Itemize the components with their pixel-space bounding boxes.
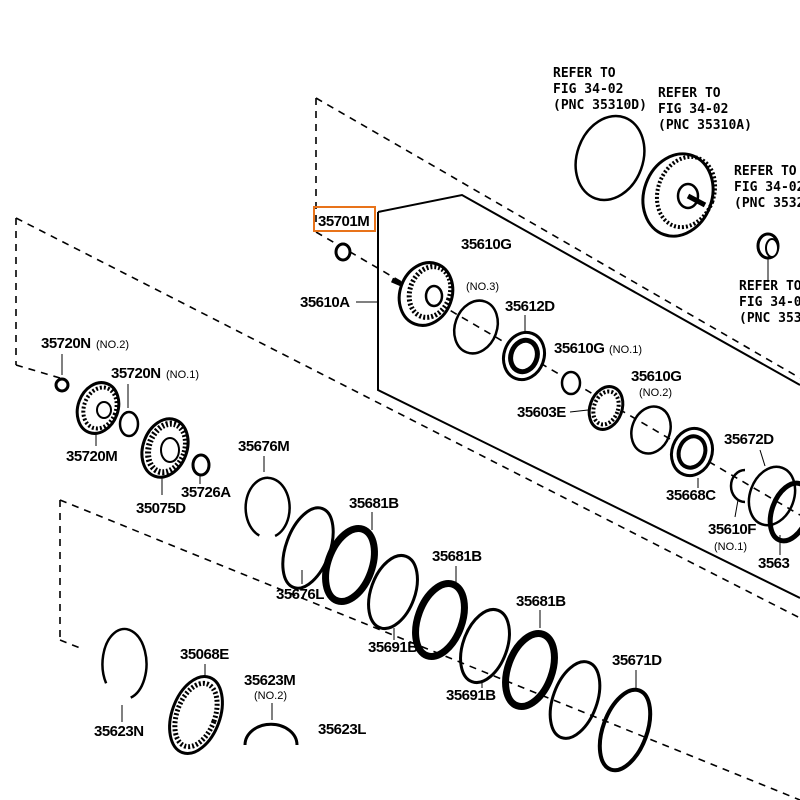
label-3563x[interactable]: 3563 xyxy=(758,555,790,572)
leader-35603E xyxy=(569,409,589,413)
label-35075D[interactable]: 35075D xyxy=(136,500,187,517)
label-35612D[interactable]: 35612D xyxy=(505,298,556,315)
ref1-line2: FIG 34-02 xyxy=(553,82,623,97)
label-35668C[interactable]: 35668C xyxy=(666,487,717,504)
o-ring-35610G-no2 xyxy=(630,405,672,455)
label-35720N-no2-sub: (NO.2) xyxy=(96,339,129,351)
label-35623M-sub: (NO.2) xyxy=(254,690,287,702)
ref4-line1: REFER TO xyxy=(739,279,800,294)
label-35623L[interactable]: 35623L xyxy=(318,721,367,738)
washer-35726A xyxy=(191,453,211,477)
ring-35623M xyxy=(243,722,299,746)
bearing-35612D xyxy=(501,330,547,382)
ref3-line2: FIG 34-02 xyxy=(734,180,800,195)
label-35610F[interactable]: 35610F xyxy=(708,521,757,538)
label-35720M[interactable]: 35720M xyxy=(66,448,118,465)
label-35720N-no2[interactable]: 35720N xyxy=(41,335,91,352)
ref-callout-2: REFER TO FIG 34-02 (PNC 35310A) xyxy=(658,86,752,133)
label-35691B-b[interactable]: 35691B xyxy=(446,687,497,704)
snap-ring-35623N xyxy=(101,627,148,699)
drum-35068E-teeth xyxy=(172,680,220,750)
label-35610G-no2-sub: (NO.2) xyxy=(639,387,672,399)
label-35610F-sub: (NO.1) xyxy=(714,541,747,553)
label-35068E[interactable]: 35068E xyxy=(180,646,230,663)
highlight-box-35701M xyxy=(313,206,376,232)
plate-35691B-a xyxy=(367,554,419,630)
label-35720N-no1-sub: (NO.1) xyxy=(166,369,199,381)
snap-ring-35610F xyxy=(729,468,746,504)
washer-35720N-no1 xyxy=(118,410,140,438)
label-35603E[interactable]: 35603E xyxy=(517,404,567,421)
label-35610G-no1[interactable]: 35610G xyxy=(554,340,605,357)
ref2-line2: FIG 34-02 xyxy=(658,102,728,117)
ref2-line3: (PNC 35310A) xyxy=(658,118,752,133)
washer-35720N-no2 xyxy=(54,377,70,393)
label-35720N-no1[interactable]: 35720N xyxy=(111,365,161,382)
gear-35720M xyxy=(75,381,121,435)
label-35671D[interactable]: 35671D xyxy=(612,652,663,669)
label-35610G-no2[interactable]: 35610G xyxy=(631,368,682,385)
label-35610G-no1-sub: (NO.1) xyxy=(609,344,642,356)
label-35623N[interactable]: 35623N xyxy=(94,723,144,740)
leader-35672D xyxy=(759,449,766,467)
plate-35691B-b xyxy=(459,608,511,684)
drum-35610A xyxy=(391,261,455,327)
disc-35681B-c xyxy=(502,630,558,710)
ref-callout-3: REFER TO FIG 34-02 (PNC 3532 xyxy=(734,164,800,211)
label-35676M[interactable]: 35676M xyxy=(238,438,290,455)
plate-35671D xyxy=(597,687,653,773)
ring-35672D xyxy=(747,465,797,527)
label-35610A[interactable]: 35610A xyxy=(300,294,351,311)
o-ring-35310D xyxy=(574,114,646,202)
label-35610G-no3-sub: (NO.3) xyxy=(466,281,499,293)
label-35623M[interactable]: 35623M xyxy=(244,672,296,689)
ref1-line1: REFER TO xyxy=(553,66,616,81)
dashed-boundaries xyxy=(15,97,800,800)
label-35672D[interactable]: 35672D xyxy=(724,431,775,448)
disc-35681B-b xyxy=(412,580,468,660)
plate-last xyxy=(548,660,602,740)
label-35691B-a[interactable]: 35691B xyxy=(368,639,419,656)
bearing-35668C xyxy=(669,426,715,478)
label-35681B-b[interactable]: 35681B xyxy=(432,548,483,565)
ref-callout-1: REFER TO FIG 34-02 (PNC 35310D) xyxy=(553,66,647,113)
ref3-line1: REFER TO xyxy=(734,164,797,179)
disc-35681B-a xyxy=(322,525,378,605)
ref3-line3: (PNC 3532 xyxy=(734,196,800,211)
ref4-line2: FIG 34-0 xyxy=(739,295,800,310)
washer-35701M xyxy=(334,242,352,262)
o-ring-35610G-no1 xyxy=(560,370,582,396)
snap-ring-35676M xyxy=(244,476,291,538)
label-35701M[interactable]: 35701M xyxy=(318,213,370,230)
label-35681B-c[interactable]: 35681B xyxy=(516,593,567,610)
o-ring-35610G-no3 xyxy=(452,299,500,355)
label-35610G-no3[interactable]: 35610G xyxy=(461,236,512,253)
thrust-bearing-35603E xyxy=(587,385,625,431)
label-35726A[interactable]: 35726A xyxy=(181,484,232,501)
label-35676L[interactable]: 35676L xyxy=(276,586,325,603)
gear-35075D xyxy=(140,417,190,479)
ref1-line3: (PNC 35310D) xyxy=(553,98,647,113)
bushing-part xyxy=(756,232,780,260)
ref2-line1: REFER TO xyxy=(658,86,721,101)
oil-pump-assembly xyxy=(641,152,718,238)
group-bracket xyxy=(377,193,800,599)
label-35681B-a[interactable]: 35681B xyxy=(349,495,400,512)
leader-35610F xyxy=(734,499,739,518)
